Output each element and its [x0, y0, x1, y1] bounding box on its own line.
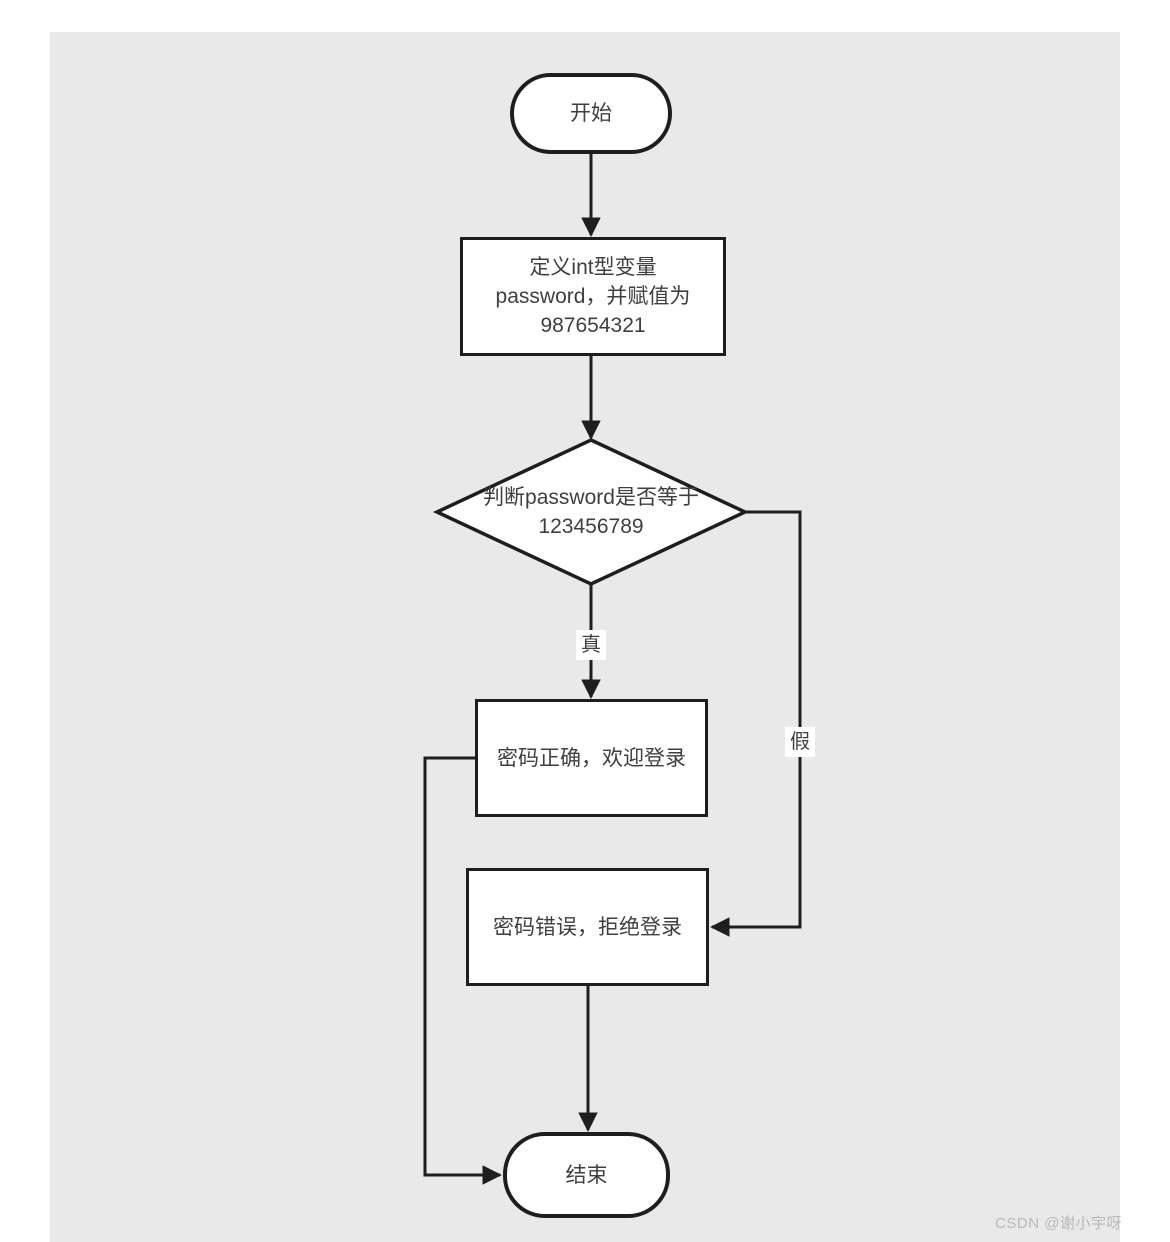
define-node-line2: password，并赋值为 [495, 285, 691, 308]
edge-decision-to-err [710, 510, 802, 937]
false-edge-label: 假 [785, 727, 815, 757]
define-node-line3: 987654321 [540, 314, 646, 337]
decision-node: 判断password是否等于 123456789 [441, 483, 741, 541]
err-node-label: 密码错误，拒绝登录 [493, 915, 682, 939]
ok-node-label: 密码正确，欢迎登录 [497, 746, 686, 770]
true-edge-label: 真 [576, 630, 606, 660]
end-node: 结束 [503, 1132, 670, 1218]
define-node-line1: 定义int型变量 [529, 256, 657, 279]
edge-ok-to-end [423, 756, 502, 1185]
watermark: CSDN @谢小宇呀 [995, 1215, 1122, 1232]
start-node-label: 开始 [570, 102, 612, 125]
decision-node-line2: 123456789 [538, 515, 644, 538]
start-node: 开始 [510, 73, 672, 154]
diagram-canvas: 开始 定义int型变量 password，并赋值为 987654321 判断pa… [50, 32, 1120, 1242]
err-process-node: 密码错误，拒绝登录 [466, 868, 709, 986]
decision-node-line1: 判断password是否等于 [483, 486, 699, 509]
define-process-node: 定义int型变量 password，并赋值为 987654321 [460, 237, 726, 356]
ok-process-node: 密码正确，欢迎登录 [475, 699, 708, 817]
end-node-label: 结束 [565, 1163, 608, 1187]
